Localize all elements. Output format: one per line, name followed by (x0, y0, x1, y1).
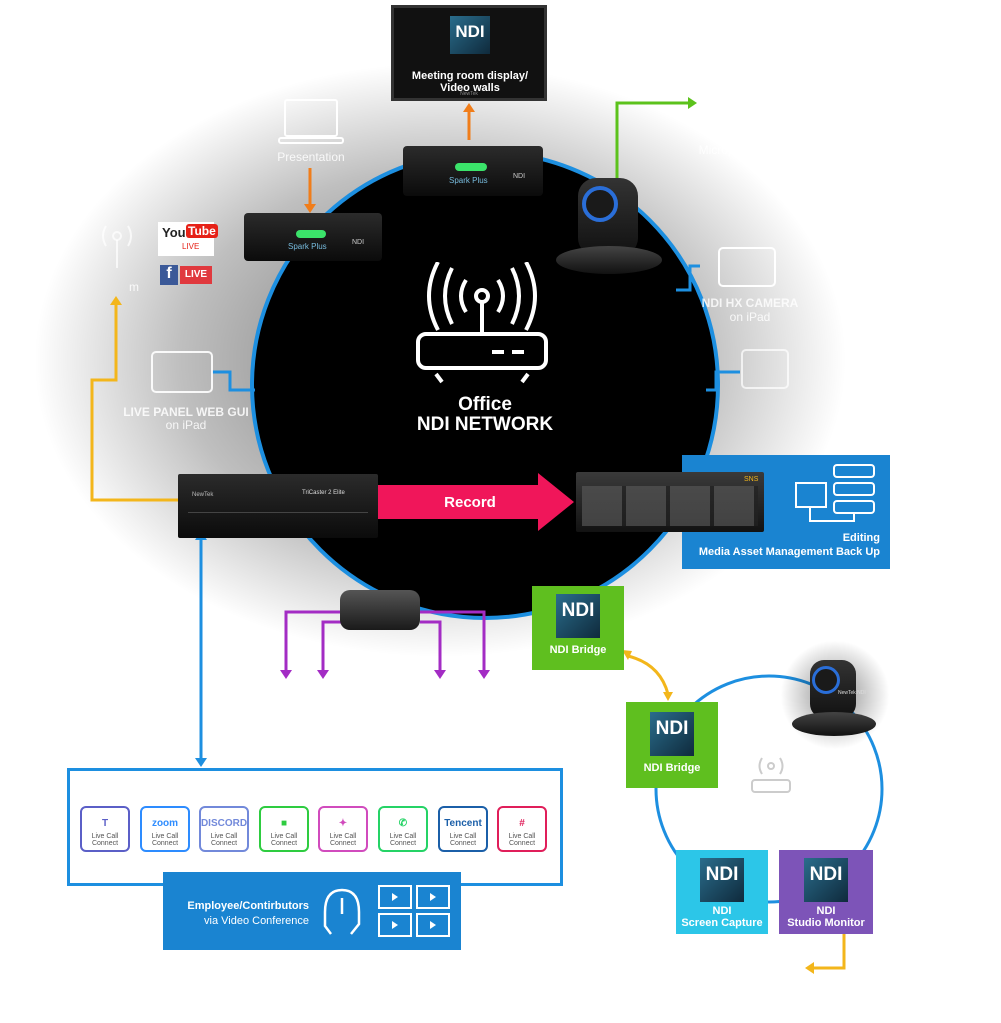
app-logo-icon: Tencent (444, 818, 482, 829)
live-panel-label: LIVE PANEL WEB GUI (123, 405, 249, 419)
app-logo-icon: zoom (151, 818, 179, 829)
laptop-icon (278, 99, 344, 144)
youtube-you: You (162, 225, 186, 240)
microphone-label: Microphone (698, 143, 762, 157)
ipad-icon-left (151, 351, 213, 393)
ndi-logo-icon: NDI (700, 858, 744, 902)
tricaster-device: NewTek TriCaster 2 Elite (178, 474, 378, 538)
spark-left-label: Spark Plus (288, 242, 327, 251)
ndi-bridge-top: NDI NDI Bridge (532, 586, 624, 670)
ndi-bridge-bottom: NDI NDI Bridge (626, 702, 718, 788)
network-title-office: Office (458, 394, 512, 415)
meeting-room-display: NDI Meeting room display/ Video walls Ne… (391, 5, 547, 101)
live-panel-sub: on iPad (165, 418, 207, 432)
app-card-facetime: ■ Live Call Connect (259, 806, 309, 852)
remote-camera-badge: NewTek NDI (838, 690, 866, 696)
storage-server: SNS (576, 472, 764, 532)
ndi-logo-icon: NDI (450, 16, 490, 54)
app-caption: Live Call Connect (270, 833, 298, 847)
record-label: Record (444, 494, 496, 511)
microphone-icon (713, 93, 741, 136)
ipad-icon (718, 247, 776, 287)
display-brand: NewTek (460, 91, 478, 97)
conference-title: Employee/Contirbutors (187, 900, 309, 912)
spark-top-ndi: NDI (513, 173, 526, 180)
ndi-logo-icon: NDI (556, 594, 600, 638)
facebook-live-logo: f LIVE (158, 264, 214, 286)
spark-left-ndi: NDI (352, 239, 365, 246)
remote-router-icon (751, 757, 791, 793)
app-card-slack: # Live Call Connect (497, 806, 547, 852)
ndi-screen-capture: NDI NDI Screen Capture (676, 850, 768, 934)
app-card-messenger: ✦ Live Call Connect (318, 806, 368, 852)
record-arrow (378, 473, 574, 531)
facebook-live: LIVE (180, 266, 212, 284)
youtube-live-logo: You Tube LIVE (158, 222, 218, 256)
app-card-microsoft-teams: T Live Call Connect (80, 806, 130, 852)
remote-ptz-camera: NewTek NDI (780, 640, 890, 750)
app-logo-icon: # (519, 818, 525, 829)
app-card-whatsapp: ✆ Live Call Connect (378, 806, 428, 852)
stream-label-partial: m (129, 280, 139, 294)
app-logo-icon: T (101, 818, 109, 829)
storage-brand: SNS (744, 476, 759, 483)
ptz-camera (556, 178, 662, 278)
streaming-antenna-icon (102, 225, 132, 268)
mini-pc (340, 590, 420, 630)
router-icon (416, 262, 548, 384)
app-caption: Live Call Connect (449, 833, 477, 847)
hx-camera-label: NDI HX CAMERA (701, 296, 799, 310)
ndi-bridge-top-label: NDI Bridge (549, 644, 607, 656)
app-logo-icon: ✆ (398, 818, 408, 829)
app-caption: Live Call Connect (389, 833, 417, 847)
screen-capture-label-1: NDI (712, 905, 732, 917)
app-card-discord: DISCORD Live Call Connect (199, 806, 249, 852)
youtube-live: LIVE (182, 242, 200, 251)
server-icon (795, 464, 875, 522)
tricaster-model: TriCaster 2 Elite (302, 490, 345, 496)
network-title-ndi: NDI NETWORK (416, 414, 554, 435)
spark-plus-left: Spark Plus NDI (244, 213, 382, 261)
studio-monitor-label-2: Studio Monitor (787, 917, 865, 929)
ndi-logo-icon: NDI (804, 858, 848, 902)
app-caption: Live Call Connect (91, 833, 119, 847)
app-caption: Live Call Connect (151, 833, 179, 847)
video-grid-icon (378, 885, 450, 937)
app-logo-icon: ✦ (338, 818, 348, 829)
conference-panel: Employee/Contirbutors via Video Conferen… (163, 872, 461, 950)
display-label: Meeting room display/ Video walls (411, 70, 529, 94)
ndi-studio-monitor: NDI NDI Studio Monitor (779, 850, 873, 934)
headset-user-icon (323, 888, 361, 935)
ipad-icon-right (741, 349, 789, 389)
app-logo-icon: ■ (280, 818, 288, 829)
app-caption: Live Call Connect (210, 833, 238, 847)
app-caption: Live Call Connect (329, 833, 357, 847)
presentation-label: Presentation (277, 150, 345, 164)
conference-subtitle: via Video Conference (204, 915, 309, 927)
app-logo-icon: DISCORD (200, 818, 248, 829)
spark-top-label: Spark Plus (449, 176, 488, 185)
mam-subtitle: Media Asset Management Back Up (698, 546, 880, 558)
studio-monitor-label-1: NDI (816, 905, 836, 917)
spark-plus-top: Spark Plus NDI (403, 146, 543, 196)
tricaster-brand: NewTek (192, 492, 214, 498)
mam-title: Editing (842, 532, 880, 544)
app-caption: Live Call Connect (508, 833, 536, 847)
screen-capture-label-2: Screen Capture (681, 917, 763, 929)
ndi-bridge-bottom-label: NDI Bridge (643, 762, 701, 774)
facebook-icon: f (160, 265, 178, 285)
hx-camera-sub: on iPad (729, 310, 771, 324)
youtube-tube: Tube (186, 224, 218, 238)
ndi-logo-icon: NDI (650, 712, 694, 756)
